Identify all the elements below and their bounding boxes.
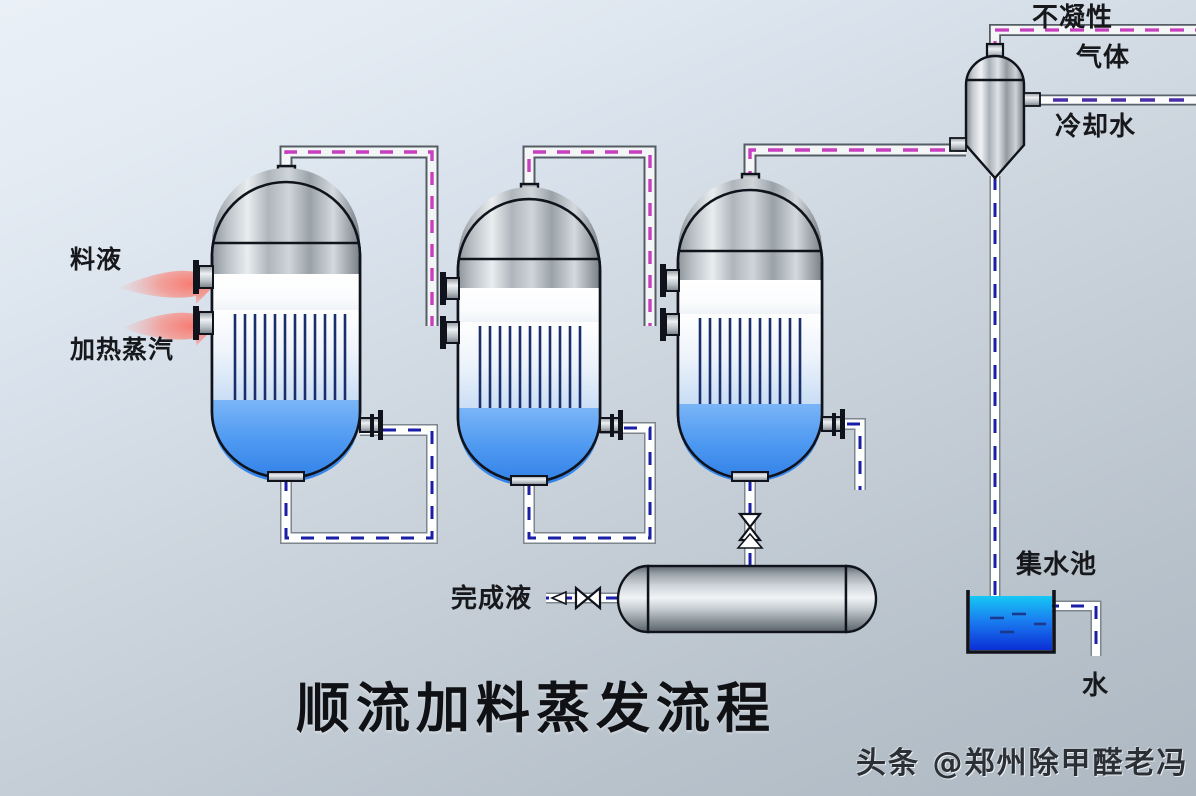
watermark: 头条 @郑州除甲醛老冯	[856, 746, 1189, 781]
evaporator-effect-3[interactable]	[660, 172, 845, 482]
liquid-line-pool-water-out	[1046, 600, 1102, 656]
vapor-line-effect3-to-condenser	[743, 143, 966, 186]
liquid-line-effect2-to-effect3	[523, 422, 656, 544]
liquid-line-effect1-to-effect2	[280, 424, 438, 544]
evaporator-effect-1[interactable]	[193, 164, 383, 482]
condenser-vessel[interactable]	[949, 42, 1041, 180]
label-heating-steam: 加热蒸汽	[70, 335, 175, 364]
collection-pool[interactable]	[966, 590, 1056, 654]
water-level-marks	[990, 612, 1046, 634]
evaporator-effect-2[interactable]	[440, 182, 623, 486]
label-finished-liquid: 完成液	[451, 584, 533, 614]
product-storage-tank[interactable]	[616, 564, 878, 634]
label-noncondensable-gas-line1: 不凝性	[1032, 3, 1114, 33]
vapor-line-effect2-to-effect3	[522, 145, 657, 326]
label-noncondensable-gas-line2: 气体	[1076, 43, 1131, 73]
label-feed: 料液	[70, 245, 123, 274]
valve-product-tank-inlet[interactable]	[736, 512, 764, 549]
label-collection-pool: 集水池	[1016, 550, 1098, 580]
valve-product-outlet[interactable]	[549, 585, 602, 611]
label-water: 水	[1082, 671, 1110, 701]
diagram-title: 顺流加料蒸发流程	[296, 677, 776, 740]
label-cooling-water: 冷却水	[1055, 112, 1137, 142]
steam-arrow-icon	[122, 306, 216, 346]
feed-arrow-icon	[118, 264, 216, 304]
